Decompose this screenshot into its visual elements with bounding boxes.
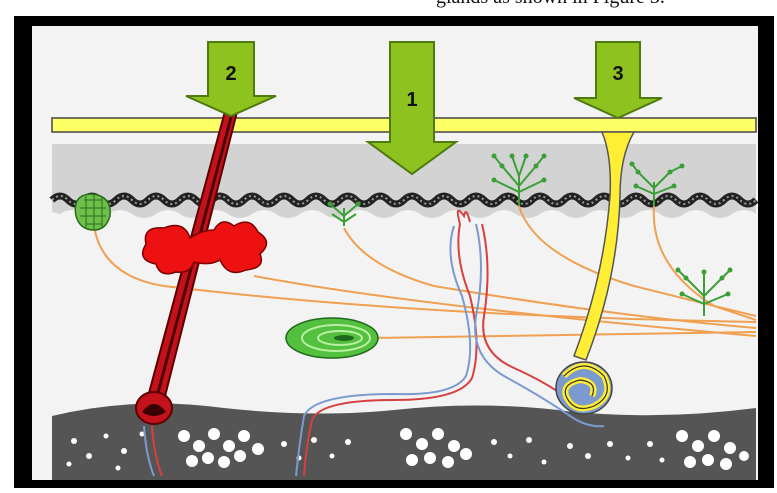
arrow-2-label: 2 [225, 63, 236, 85]
arrow-3-label: 3 [612, 63, 623, 85]
skin-diagram: 2 1 3 [14, 16, 774, 488]
pacinian-corpuscle [286, 318, 378, 358]
figure-caption: glands as shown in Figure 3. [436, 0, 777, 10]
merkel-receptor [75, 194, 110, 230]
arrow-1-label: 1 [406, 89, 417, 111]
